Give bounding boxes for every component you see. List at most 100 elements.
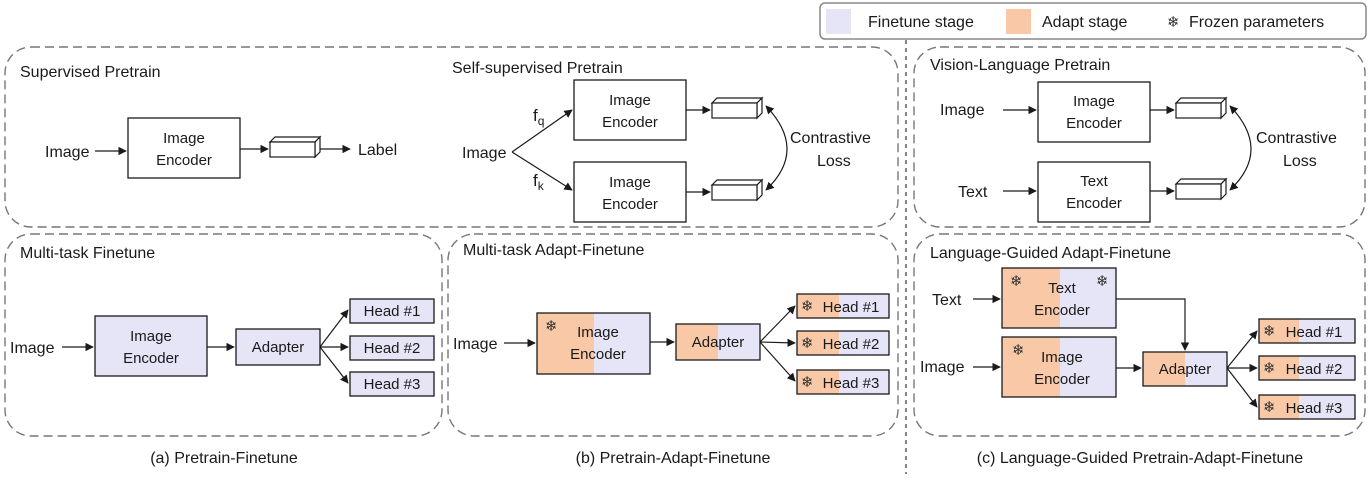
lgaf-image-label: Image: [920, 359, 965, 376]
supervised-encoder-line2: Encoder: [156, 152, 212, 169]
mtaf-head-1-label: Head #1: [823, 299, 880, 316]
mtaf-head-3: ❄ Head #3: [796, 369, 890, 395]
lgaf-title: Language-Guided Adapt-Finetune: [930, 245, 1171, 262]
snowflake-icon: ❄: [801, 335, 814, 352]
legend: Finetune stage Adapt stage ❄ Frozen para…: [819, 2, 1367, 40]
snowflake-icon: ❄: [1263, 399, 1276, 416]
snowflake-icon: ❄: [1012, 342, 1025, 359]
feature-vector-icon: [711, 179, 763, 201]
lgaf-head-3-label: Head #3: [1286, 400, 1343, 417]
lgaf-text-encoder-adapt-half: [1002, 268, 1060, 328]
language-guided-adapt-finetune: Language-Guided Adapt-Finetune Text ❄ ❄ …: [920, 245, 1356, 420]
lgaf-head-3: ❄ Head #3: [1258, 394, 1356, 420]
vl-pretrain-frame: [913, 46, 1366, 228]
mtaf-head-2-label: Head #2: [823, 336, 880, 353]
selfsup-loss-line2: Loss: [817, 153, 851, 170]
lgaf-frame: [913, 233, 1366, 437]
multi-task-adapt-finetune: Multi-task Adapt-Finetune Image ❄ Image …: [453, 242, 890, 395]
lgaf-text-label: Text: [932, 292, 962, 309]
vl-text-encoder: [1037, 161, 1151, 223]
mtf-encoder-line2: Encoder: [123, 350, 179, 367]
mtaf-encoder-finetune-half: [594, 313, 650, 374]
supervised-pretrain: Supervised Pretrain Image Image Encoder …: [20, 64, 397, 179]
mtaf-encoder-adapt-half: [537, 313, 594, 374]
mtf-encoder-line1: Image: [130, 328, 172, 345]
lgaf-adapter: [1142, 351, 1228, 387]
lgaf-head-1: ❄ Head #1: [1258, 318, 1356, 344]
selfsup-query-encoder-line1: Image: [609, 92, 651, 109]
vl-image-encoder-line2: Encoder: [1066, 115, 1122, 132]
mtf-head-1-label: Head #1: [364, 303, 421, 320]
legend-finetune-swatch: [826, 9, 851, 34]
snowflake-icon: ❄: [1263, 323, 1276, 340]
mtaf-encoder-line2: Encoder: [570, 346, 626, 363]
snowflake-icon: ❄: [801, 374, 814, 391]
vl-title: Vision-Language Pretrain: [930, 57, 1110, 74]
mtf-frame: [4, 233, 443, 437]
mtaf-head-3-label: Head #3: [823, 375, 880, 392]
selfsup-key-encoder-line2: Encoder: [602, 196, 658, 213]
mtaf-head-1: ❄ Head #1: [796, 293, 890, 319]
lgaf-image-encoder-finetune-half: [1060, 337, 1116, 397]
selfsup-title: Self-supervised Pretrain: [452, 60, 623, 77]
legend-adapt-label: Adapt stage: [1042, 14, 1128, 31]
mtaf-head-2: ❄ Head #2: [796, 330, 890, 356]
mtaf-image-encoder: [536, 312, 651, 375]
snowflake-icon: ❄: [545, 318, 558, 335]
snowflake-icon: ❄: [1096, 273, 1109, 290]
legend-adapt-swatch: [1006, 9, 1031, 34]
vl-text-label: Text: [958, 184, 988, 201]
vision-language-pretrain: Vision-Language Pretrain Image Image Enc…: [930, 57, 1337, 223]
caption-b: (b) Pretrain-Adapt-Finetune: [576, 450, 771, 467]
vl-image-encoder-line1: Image: [1073, 93, 1115, 110]
fk-label: fk: [533, 171, 545, 193]
self-supervised-pretrain: Self-supervised Pretrain Image fq fk Ima…: [452, 60, 871, 223]
mtaf-frame: [447, 233, 899, 437]
mtf-adapter-label: Adapter: [252, 339, 305, 356]
feature-vector-icon: [269, 136, 321, 158]
caption-a: (a) Pretrain-Finetune: [150, 450, 298, 467]
lgaf-head-2: ❄ Head #2: [1258, 355, 1356, 381]
feature-vector-icon: [1175, 178, 1227, 200]
mtf-head-2: [349, 335, 435, 361]
lgaf-text-encoder-line2: Encoder: [1034, 302, 1090, 319]
vl-text-encoder-line1: Text: [1080, 173, 1108, 190]
vl-image-label: Image: [940, 102, 985, 119]
supervised-image-label: Image: [45, 144, 90, 161]
vl-loss-line1: Contrastive: [1256, 130, 1337, 147]
mtaf-adapter-label: Adapter: [692, 334, 745, 351]
mtaf-image-label: Image: [453, 336, 498, 353]
lgaf-image-encoder-adapt-half: [1002, 337, 1060, 397]
selfsup-key-encoder-line1: Image: [609, 174, 651, 191]
mtf-head-3-label: Head #3: [364, 376, 421, 393]
vl-text-encoder-line2: Encoder: [1066, 195, 1122, 212]
snowflake-icon: ❄: [801, 298, 814, 315]
lgaf-text-encoder: [1001, 267, 1117, 329]
lgaf-head-2-label: Head #2: [1286, 361, 1343, 378]
legend-frozen-label: Frozen parameters: [1189, 14, 1324, 31]
lgaf-head-1-label: Head #1: [1286, 324, 1343, 341]
legend-finetune-label: Finetune stage: [868, 14, 974, 31]
lgaf-image-encoder: [1001, 336, 1117, 398]
supervised-encoder-line1: Image: [163, 130, 205, 147]
supervised-title: Supervised Pretrain: [20, 64, 161, 81]
vl-image-encoder: [1037, 81, 1151, 143]
lgaf-adapter-label: Adapter: [1159, 361, 1212, 378]
snowflake-icon: ❄: [1010, 273, 1023, 290]
selfsup-loss-line1: Contrastive: [790, 130, 871, 147]
pretrain-frame: [4, 46, 899, 228]
mtf-title: Multi-task Finetune: [20, 245, 155, 262]
mtaf-adapter-adapt-half: [676, 324, 718, 360]
lgaf-adapter-finetune-half: [1185, 352, 1227, 386]
lgaf-text-encoder-line1: Text: [1048, 280, 1076, 297]
selfsup-query-encoder-line2: Encoder: [602, 114, 658, 131]
mtaf-adapter-finetune-half: [718, 324, 760, 360]
feature-vector-icon: [1175, 97, 1227, 119]
snowflake-icon: ❄: [1167, 14, 1180, 31]
mtf-head-2-label: Head #2: [364, 340, 421, 357]
selfsup-query-encoder: [573, 79, 687, 141]
lgaf-adapter-adapt-half: [1143, 352, 1185, 386]
mtf-image-encoder: [94, 315, 208, 377]
mtf-image-label: Image: [10, 340, 55, 357]
